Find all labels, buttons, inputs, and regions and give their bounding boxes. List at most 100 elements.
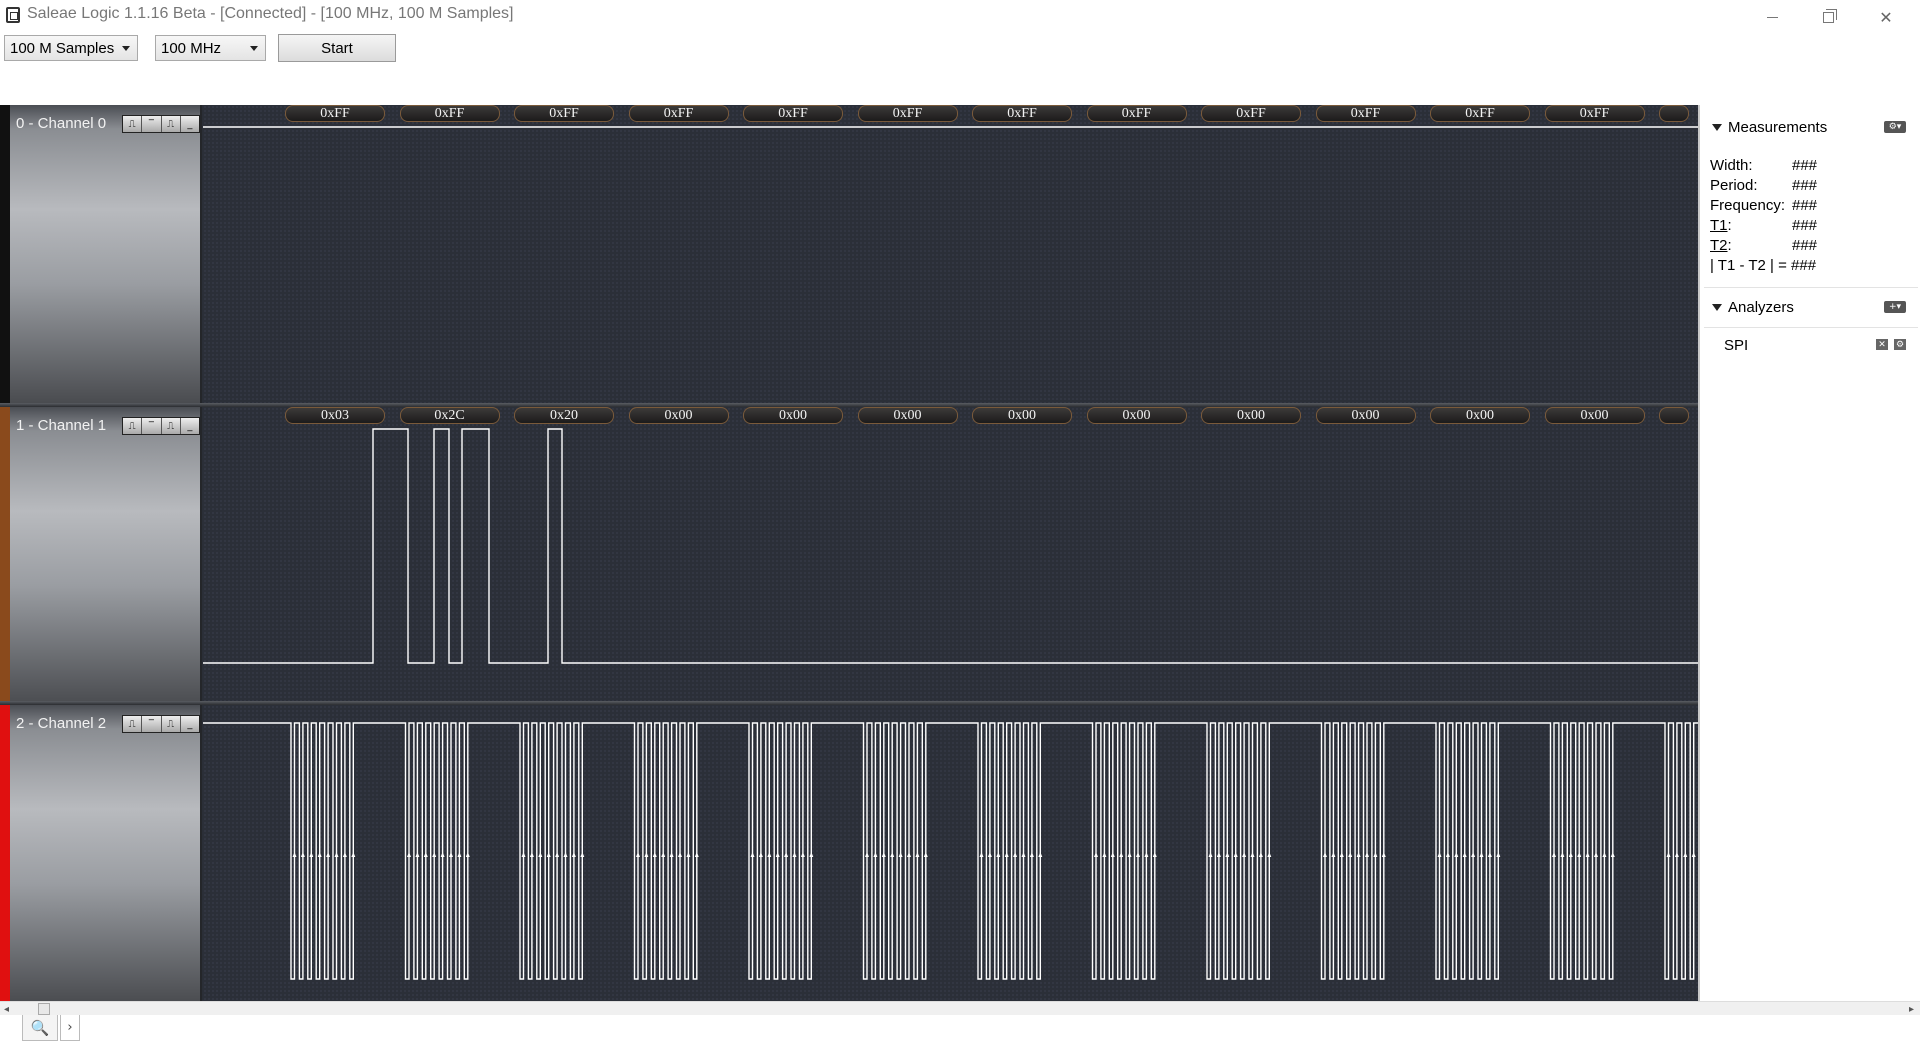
decode-bubble[interactable]: 0xFF — [1315, 105, 1416, 122]
decode-bubble[interactable]: 0xFF — [1544, 105, 1645, 122]
decode-bubble[interactable]: 0xFF — [857, 105, 958, 122]
sample-count-value: 100 M Samples — [10, 40, 115, 57]
sample-marker — [1250, 852, 1255, 857]
decode-bubble[interactable]: 0xFF — [514, 105, 614, 122]
decode-bubble[interactable]: 0x00 — [1315, 407, 1416, 424]
analyzer-item-spi[interactable]: SPI — [1724, 337, 1749, 354]
scroll-thumb[interactable] — [38, 1003, 50, 1015]
sample-marker — [865, 852, 869, 857]
add-analyzer-icon[interactable]: +▾ — [1884, 301, 1906, 313]
channel-color-bar — [0, 407, 10, 705]
decode-bubble[interactable]: 0x00 — [743, 407, 843, 424]
decode-bubble[interactable]: 0x00 — [1201, 407, 1301, 424]
sample-marker — [415, 852, 420, 857]
sample-marker — [1152, 852, 1157, 857]
channel-0-waveform[interactable]: 0xFF 0xFF 0xFF 0xFF 0xFF 0xFF 0xFF 0xFF 0xFF 0xFF… — [203, 105, 1698, 403]
close-button[interactable]: ✕ — [1858, 0, 1914, 34]
sample-marker — [644, 852, 649, 857]
t1-link[interactable]: T1 — [1710, 217, 1728, 234]
channel-2-waveform[interactable] — [203, 705, 1698, 1003]
decode-bubble[interactable]: 0xFF — [1201, 105, 1301, 122]
horizontal-scrollbar[interactable]: ◂ ▸ — [0, 1001, 1920, 1015]
sample-marker — [1552, 852, 1556, 857]
waveform-svg — [203, 126, 1698, 128]
falling-edge-trigger-icon[interactable]: ⎍ — [162, 716, 181, 732]
sample-marker — [538, 852, 543, 857]
decode-bubble[interactable]: 0x00 — [1544, 407, 1645, 424]
decode-bubble-partial[interactable] — [1659, 407, 1689, 424]
sample-marker — [1496, 852, 1501, 857]
rising-edge-trigger-icon[interactable]: ⎍ — [123, 418, 143, 434]
decode-bubble-partial[interactable] — [1659, 105, 1689, 122]
sample-marker — [326, 852, 331, 857]
decode-bubble[interactable]: 0x00 — [857, 407, 958, 424]
measurement-label: Frequency: — [1710, 197, 1786, 214]
sample-marker — [661, 852, 666, 857]
restore-icon — [1822, 8, 1837, 23]
decode-bubble[interactable]: 0x00 — [1430, 407, 1530, 424]
decode-bubble[interactable]: 0xFF — [285, 105, 385, 122]
channel-divider[interactable] — [0, 701, 1698, 705]
close-analyzer-icon[interactable]: ✕ — [1876, 339, 1888, 350]
falling-edge-trigger-icon[interactable]: ⎍ — [162, 116, 181, 132]
measurements-title: Measurements — [1728, 119, 1828, 136]
sample-marker — [652, 852, 657, 857]
sample-marker — [440, 852, 445, 857]
high-level-trigger-icon[interactable]: ‾ — [142, 418, 162, 434]
decode-bubble[interactable]: 0xFF — [972, 105, 1072, 122]
decode-bubble[interactable]: 0xFF — [399, 105, 500, 122]
decode-bubble[interactable]: 0x20 — [514, 407, 614, 424]
sample-marker — [750, 852, 755, 857]
scroll-right-icon[interactable]: ▸ — [1908, 1004, 1914, 1015]
falling-edge-trigger-icon[interactable]: ⎍ — [162, 418, 181, 434]
sample-marker — [1004, 852, 1009, 857]
start-button[interactable]: Start — [278, 34, 396, 62]
decode-bubble[interactable]: 0x00 — [628, 407, 729, 424]
decode-bubble[interactable]: 0xFF — [1086, 105, 1187, 122]
sample-marker — [1568, 852, 1573, 857]
tab-next[interactable]: › — [60, 1015, 80, 1041]
sample-marker — [1127, 852, 1132, 857]
minimize-button[interactable] — [1744, 0, 1800, 34]
sample-marker — [881, 852, 886, 857]
decode-bubble[interactable]: 0x03 — [285, 407, 385, 424]
sample-marker — [1233, 852, 1238, 857]
channel-1-signal — [203, 428, 1698, 664]
low-level-trigger-icon[interactable]: _ — [187, 718, 193, 730]
sample-marker — [1691, 852, 1696, 857]
sample-marker — [342, 852, 347, 857]
decode-bubble[interactable]: 0x00 — [972, 407, 1072, 424]
analyzers-header[interactable]: Analyzers — [1712, 299, 1794, 316]
high-level-trigger-icon[interactable]: ‾ — [142, 116, 162, 132]
decode-bubble[interactable]: 0xFF — [1430, 105, 1530, 122]
low-level-trigger-icon[interactable]: _ — [187, 420, 193, 432]
rising-edge-trigger-icon[interactable]: ⎍ — [123, 116, 143, 132]
sample-marker — [1381, 852, 1386, 857]
sample-marker — [432, 852, 437, 857]
gear-icon[interactable]: ⚙▾ — [1884, 121, 1906, 133]
restore-button[interactable] — [1800, 0, 1856, 34]
decode-bubble[interactable]: 0xFF — [743, 105, 843, 122]
t2-link[interactable]: T2 — [1710, 237, 1728, 254]
low-level-trigger-icon[interactable]: _ — [187, 118, 193, 130]
close-icon: ✕ — [1879, 7, 1893, 27]
decode-bubble[interactable]: 0x2C — [399, 407, 500, 424]
tab-search[interactable]: 🔍 — [22, 1015, 58, 1041]
channel-1-waveform[interactable]: 0x03 0x2C 0x20 0x00 0x00 0x00 0x00 0x00 0x00 0x00… — [203, 407, 1698, 705]
decode-bubble[interactable]: 0x00 — [1086, 407, 1187, 424]
sample-rate-select[interactable]: 100 MHz — [155, 35, 266, 61]
high-level-trigger-icon[interactable]: ‾ — [142, 716, 162, 732]
sample-count-select[interactable]: 100 M Samples — [4, 35, 138, 61]
rising-edge-trigger-icon[interactable]: ⎍ — [123, 716, 143, 732]
sample-marker — [784, 852, 789, 857]
channel-1-label-panel[interactable]: 1 - Channel 1 ⎍ ‾ ⎍ _ — [0, 407, 202, 705]
channel-0-label-panel[interactable]: 0 - Channel 0 ⎍ ‾ ⎍ _ — [0, 105, 202, 403]
measurements-header[interactable]: Measurements — [1712, 119, 1827, 136]
channel-divider[interactable] — [0, 403, 1698, 407]
sample-marker — [800, 852, 805, 857]
scroll-left-icon[interactable]: ◂ — [4, 1004, 10, 1015]
decode-bubble[interactable]: 0xFF — [628, 105, 729, 122]
sample-marker — [1339, 852, 1344, 857]
analyzer-gear-icon[interactable]: ⚙ — [1894, 339, 1906, 350]
channel-2-label-panel[interactable]: 2 - Channel 2 ⎍ ‾ ⎍ _ — [0, 705, 202, 1003]
